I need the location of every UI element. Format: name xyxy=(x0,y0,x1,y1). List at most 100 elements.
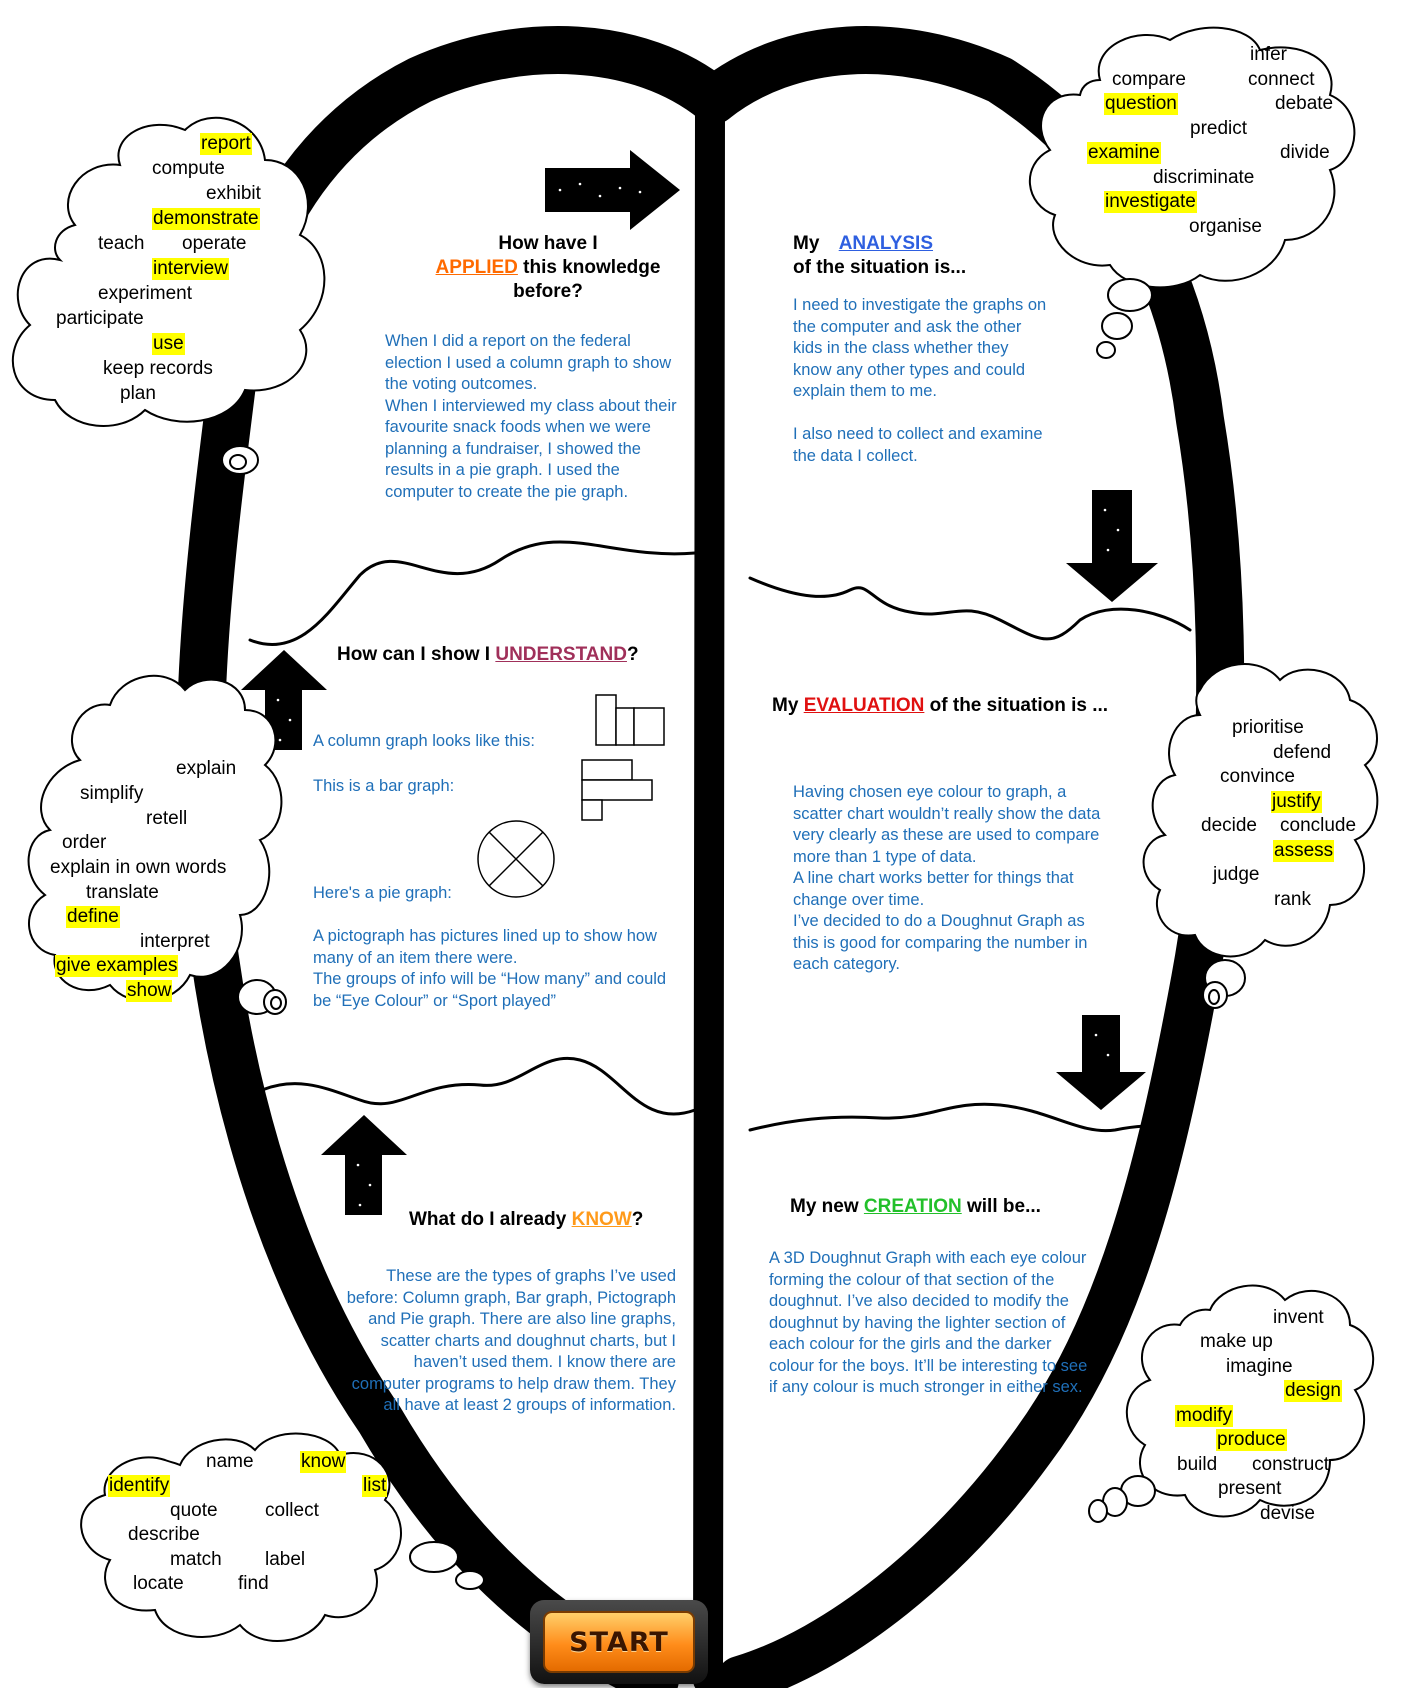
cloud-word: modify xyxy=(1175,1405,1233,1427)
analysis-heading: My ANALYSIS of the situation is... xyxy=(793,232,1033,280)
cloud-word: translate xyxy=(86,882,159,903)
evaluation-heading: My EVALUATION of the situation is ... xyxy=(772,694,1108,718)
analysis-body: I need to investigate the graphs on the … xyxy=(793,296,1047,465)
creation-keyword: CREATION xyxy=(863,1196,962,1217)
cloud-word: produce xyxy=(1216,1429,1287,1451)
arrow-down-icon xyxy=(1056,1015,1146,1110)
analysis-keyword: ANALYSIS xyxy=(838,233,934,254)
cloud-word: simplify xyxy=(80,783,144,804)
cloud-word: design xyxy=(1284,1380,1342,1402)
cloud-word: prioritise xyxy=(1232,717,1304,738)
cloud-word: convince xyxy=(1220,766,1295,787)
cloud-word: investigate xyxy=(1104,191,1197,213)
cloud-word: define xyxy=(66,906,120,928)
understand-keyword: UNDERSTAND xyxy=(495,644,627,665)
cloud-word: demonstrate xyxy=(152,208,260,230)
cloud-word: use xyxy=(152,333,185,355)
heading-text: of the situation is ... xyxy=(924,695,1109,716)
know-heading: What do I already KNOW? xyxy=(409,1208,643,1232)
heading-text: My new xyxy=(790,1196,864,1217)
understand-heading: How can I show I UNDERSTAND? xyxy=(337,643,639,667)
cloud-word: collect xyxy=(265,1500,319,1521)
cloud-word: name xyxy=(206,1451,254,1472)
cloud-word: order xyxy=(62,832,107,853)
cloud-word: experiment xyxy=(98,283,192,304)
bar-graph-caption: This is a bar graph: xyxy=(313,777,455,795)
arrow-dots xyxy=(276,182,1120,1207)
cloud-word: give examples xyxy=(55,955,179,977)
arrow-down-icon xyxy=(1066,490,1158,602)
cloud-word: plan xyxy=(120,383,156,404)
heading-text: ? xyxy=(631,1209,644,1230)
heading-text: ? xyxy=(626,644,639,665)
cloud-word: devise xyxy=(1260,1503,1315,1524)
pie-graph-caption: Here's a pie graph: xyxy=(313,884,452,902)
cloud-word: locate xyxy=(133,1573,184,1594)
heading-text: How can I show I xyxy=(337,644,496,665)
cloud-word: examine xyxy=(1087,142,1161,164)
column-graph-icon xyxy=(595,694,665,746)
pie-graph-icon xyxy=(477,820,555,898)
cloud-mid-right xyxy=(1142,663,1379,958)
cloud-word: connect xyxy=(1248,69,1315,90)
applied-keyword: APPLIED xyxy=(435,257,518,278)
cloud-word: build xyxy=(1177,1454,1218,1475)
cloud-word: keep records xyxy=(103,358,213,379)
applied-heading: How have I APPLIED this knowledge before… xyxy=(418,232,678,304)
cloud-word: construct xyxy=(1252,1454,1330,1475)
cloud-word: decide xyxy=(1201,815,1257,836)
cloud-word: assess xyxy=(1273,840,1335,862)
cloud-word: quote xyxy=(170,1500,218,1521)
cloud-word: explain in own words xyxy=(50,857,227,878)
cloud-word: question xyxy=(1104,93,1178,115)
cloud-word: infer xyxy=(1250,44,1287,65)
heading-text: of the situation is... xyxy=(793,257,967,278)
cloud-word: list xyxy=(362,1475,388,1497)
heading-text: What do I already xyxy=(409,1209,572,1230)
cloud-word: conclude xyxy=(1280,815,1357,836)
heading-text: My xyxy=(772,695,804,716)
cloud-word: compare xyxy=(1112,69,1186,90)
creation-body: A 3D Doughnut Graph with each eye colour… xyxy=(769,1249,1088,1396)
cloud-top-right xyxy=(1028,26,1356,289)
cloud-word: teach xyxy=(98,233,145,254)
cloud-word: rank xyxy=(1274,889,1311,910)
cloud-word: interview xyxy=(152,258,229,280)
cloud-word: retell xyxy=(146,808,188,829)
start-label: START xyxy=(569,1626,669,1658)
cloud-word: find xyxy=(238,1573,269,1594)
cloud-word: compute xyxy=(152,158,225,179)
cloud-word: defend xyxy=(1273,742,1332,763)
heading-text: My xyxy=(793,233,825,254)
arrow-up-icon xyxy=(241,650,327,750)
cloud-word: report xyxy=(200,133,252,155)
understand-body: A pictograph has pictures lined up to sh… xyxy=(313,927,667,1010)
applied-body: When I did a report on the federal elect… xyxy=(385,332,677,501)
cloud-word: divide xyxy=(1280,142,1330,163)
cloud-word: know xyxy=(300,1451,347,1473)
cloud-word: organise xyxy=(1189,216,1262,237)
heading-text: will be... xyxy=(961,1196,1041,1217)
start-button[interactable]: START xyxy=(530,1600,708,1684)
cloud-word: present xyxy=(1218,1478,1282,1499)
arrows xyxy=(241,150,1158,1215)
column-graph-caption: A column graph looks like this: xyxy=(313,732,535,750)
cloud-word: exhibit xyxy=(206,183,261,204)
cloud-word: explain xyxy=(176,758,237,779)
arrow-right-icon xyxy=(545,150,680,230)
cloud-word: match xyxy=(170,1549,222,1570)
heading-text: How have I xyxy=(498,233,598,254)
heading-text: this knowledge before? xyxy=(513,257,661,302)
cloud-word: judge xyxy=(1213,864,1260,885)
start-button-face[interactable]: START xyxy=(543,1611,695,1673)
cloud-word: imagine xyxy=(1226,1356,1293,1377)
cloud-word: describe xyxy=(128,1524,200,1545)
cloud-bottom-right xyxy=(1125,1284,1375,1518)
cloud-word: show xyxy=(126,980,173,1002)
thought-clouds xyxy=(11,26,1379,1642)
cloud-word: invent xyxy=(1273,1307,1324,1328)
creation-heading: My new CREATION will be... xyxy=(790,1195,1041,1219)
cloud-word: participate xyxy=(56,308,144,329)
cloud-word: justify xyxy=(1271,791,1322,813)
